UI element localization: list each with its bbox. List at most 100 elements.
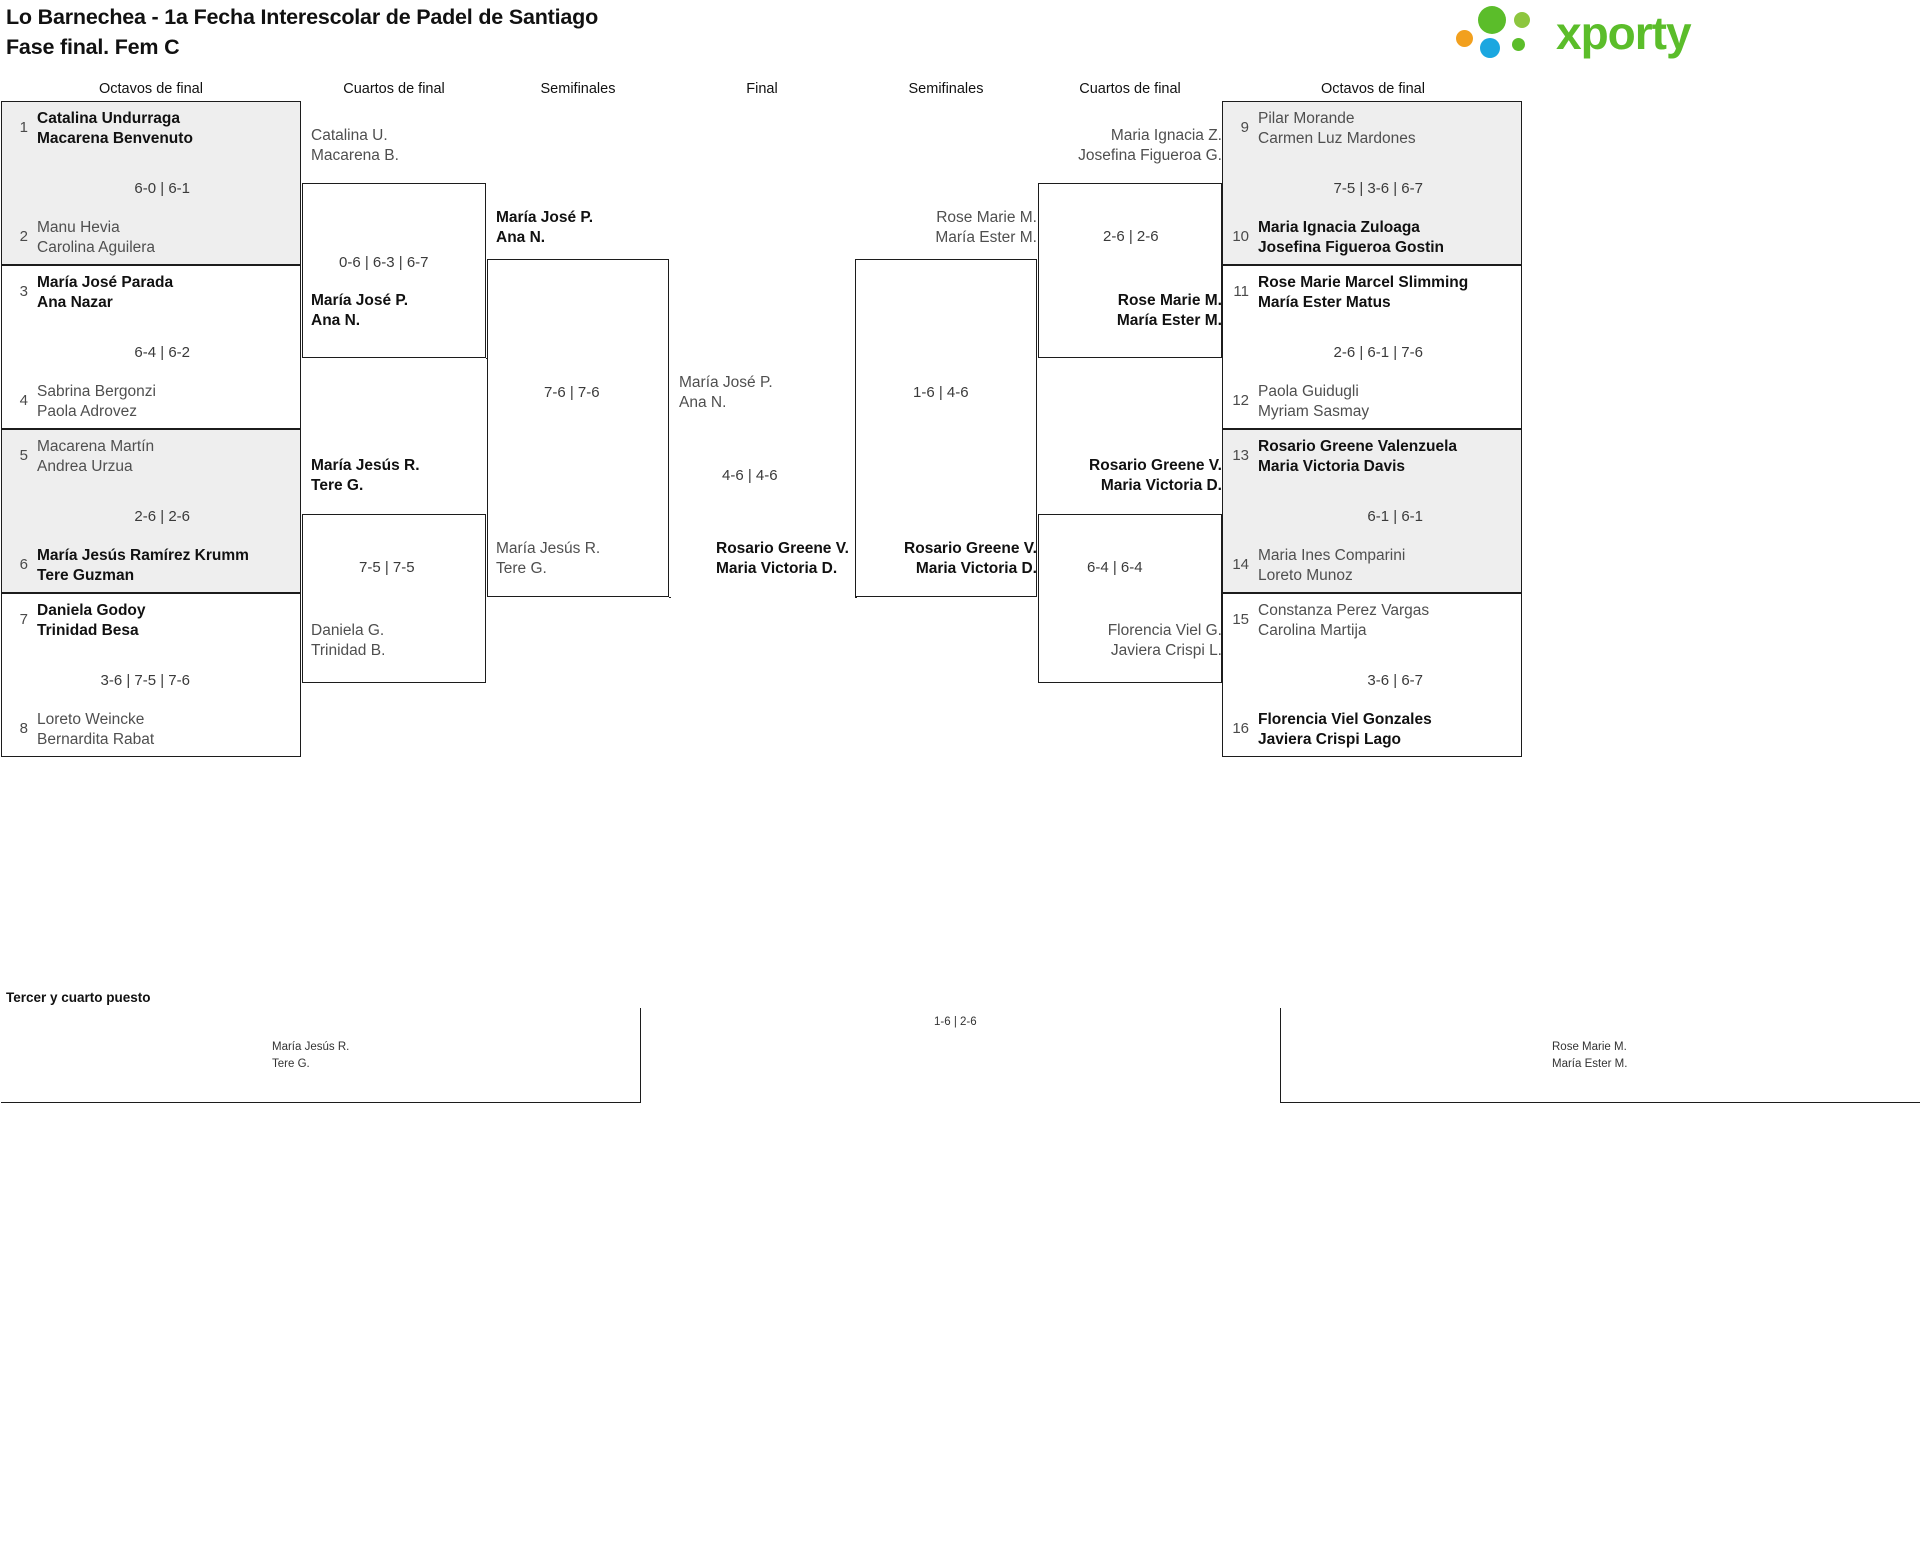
player-name: Rosario Greene V. [904,540,1037,557]
match-box-left-r16-3[interactable]: 5 Macarena Martín Andrea Urzua 2-6 | 2-6… [1,429,301,593]
player-name: Josefina Figueroa Gostin [1258,238,1445,256]
player-name: Maria Ignacia Zuloaga [1258,219,1420,236]
player-name: Carmen Luz Mardones [1258,129,1416,147]
player-name: Sabrina Bergonzi [37,383,156,400]
match-box-right-r16-3[interactable]: 13 Rosario Greene Valenzuela Maria Victo… [1222,429,1522,593]
round-header-final: Final [746,81,778,97]
logo-dot-orange [1456,30,1473,47]
seed-number: 16 [1232,720,1249,737]
third-place-divider-left [640,1008,642,1103]
player-name: Ana N. [496,228,546,246]
player-name: María Jesús R. [496,540,601,557]
player-name: María Ester M. [1552,1058,1628,1070]
player-name: María José P. [679,374,773,391]
match-box-right-r16-2[interactable]: 11 Rose Marie Marcel Slimming María Este… [1222,265,1522,429]
seed-number: 15 [1232,611,1249,628]
player-name: María José Parada [37,274,174,291]
team-slot[interactable]: 2 Manu Hevia Carolina Aguilera [2,218,155,257]
match-box-left-qf-1[interactable]: 0-6 | 6-3 | 6-7 [302,183,486,358]
logo-wordmark: xporty [1556,7,1692,59]
logo-dot-blue [1480,38,1500,58]
team-names: Maria Ignacia Zuloaga Josefina Figueroa … [1258,218,1444,257]
player-name: Rosario Greene Valenzuela [1258,438,1458,455]
sf-team-label-right-bottom: Rosario Greene V. Maria Victoria D. [897,539,1037,578]
match-score: 0-6 | 6-3 | 6-7 [339,254,429,271]
player-name: Rosario Greene V. [1089,457,1222,474]
match-score: 2-6 | 2-6 [134,508,190,525]
team-slot[interactable]: 12 Paola Guidugli Myriam Sasmay [1223,382,1369,421]
player-name: María José P. [496,209,594,226]
match-box-left-r16-4[interactable]: 7 Daniela Godoy Trinidad Besa 3-6 | 7-5 … [1,593,301,757]
player-name: Rosario Greene V. [716,540,849,557]
player-name: Maria Victoria D. [1100,476,1222,494]
team-names: María José Parada Ana Nazar [37,273,173,312]
qf-team-label-left-2-bottom: Daniela G. Trinidad B. [311,621,385,660]
team-slot[interactable]: 9 Pilar Morande Carmen Luz Mardones [1223,109,1416,148]
team-slot[interactable]: 13 Rosario Greene Valenzuela Maria Victo… [1223,437,1457,476]
team-slot[interactable]: 10 Maria Ignacia Zuloaga Josefina Figuer… [1223,218,1444,257]
player-name: Macarena Martín [37,438,155,455]
match-box-right-qf-1[interactable]: 2-6 | 2-6 [1038,183,1222,358]
team-names: Rosario Greene Valenzuela Maria Victoria… [1258,437,1457,476]
seed-number: 6 [19,556,28,573]
team-names: Sabrina Bergonzi Paola Adrovez [37,382,156,421]
page-title: Lo Barnechea - 1a Fecha Interescolar de … [6,2,1106,62]
team-names: Manu Hevia Carolina Aguilera [37,218,155,257]
match-box-right-sf[interactable]: 1-6 | 4-6 [855,259,1037,597]
team-slot[interactable]: 4 Sabrina Bergonzi Paola Adrovez [2,382,156,421]
player-name: María José P. [311,292,409,309]
team-slot[interactable]: 8 Loreto Weincke Bernardita Rabat [2,710,155,749]
qf-team-label-right-2-top: Rosario Greene V. Maria Victoria D. [1040,456,1222,495]
round-header-left-qf: Cuartos de final [343,81,445,97]
third-place-box-right[interactable] [1280,1008,1920,1103]
team-slot[interactable]: 6 María Jesús Ramírez Krumm Tere Guzman [2,546,249,585]
player-name: Carolina Aguilera [37,238,156,256]
player-name: Manu Hevia [37,219,120,236]
team-names: Paola Guidugli Myriam Sasmay [1258,382,1369,421]
team-slot[interactable]: 7 Daniela Godoy Trinidad Besa [2,601,146,640]
seed-number: 12 [1232,392,1249,409]
player-name: María Ester Matus [1258,293,1391,311]
player-name: Paola Guidugli [1258,383,1359,400]
team-slot[interactable]: 14 Maria Ines Comparini Loreto Munoz [1223,546,1405,585]
team-names: Catalina Undurraga Macarena Benvenuto [37,109,193,148]
sf-team-label-right-top: Rose Marie M. María Ester M. [922,208,1037,247]
third-place-team-right: Rose Marie M. María Ester M. [1552,1039,1627,1073]
match-box-left-r16-1[interactable]: 1 Catalina Undurraga Macarena Benvenuto … [1,101,301,265]
xporty-logo: xporty [1440,4,1910,66]
third-place-box-left[interactable] [1,1008,641,1103]
team-names: Loreto Weincke Bernardita Rabat [37,710,154,749]
player-name: Catalina Undurraga [37,110,180,127]
qf-team-label-left-2-top: María Jesús R. Tere G. [311,456,420,495]
player-name: Florencia Viel G. [1107,622,1222,639]
sf-team-label-left-bottom: María Jesús R. Tere G. [496,539,600,578]
match-box-left-sf[interactable]: 7-6 | 7-6 [487,259,669,597]
match-box-left-qf-2[interactable]: 7-5 | 7-5 [302,514,486,683]
player-name: Loreto Weincke [37,711,145,728]
team-slot[interactable]: 5 Macarena Martín Andrea Urzua [2,437,155,476]
match-score: 2-6 | 2-6 [1103,228,1159,245]
third-place-score: 1-6 | 2-6 [934,1016,977,1028]
match-box-right-r16-1[interactable]: 9 Pilar Morande Carmen Luz Mardones 7-5 … [1222,101,1522,265]
match-box-right-r16-4[interactable]: 15 Constanza Perez Vargas Carolina Marti… [1222,593,1522,757]
team-slot[interactable]: 16 Florencia Viel Gonzales Javiera Crisp… [1223,710,1431,749]
round-header-right-qf: Cuartos de final [1079,81,1181,97]
seed-number: 2 [19,228,28,245]
match-score: 7-6 | 7-6 [544,384,600,401]
team-slot[interactable]: 3 María José Parada Ana Nazar [2,273,173,312]
match-score: 7-5 | 7-5 [359,559,415,576]
sf-team-label-left-top: María José P. Ana N. [496,208,593,247]
match-box-left-r16-2[interactable]: 3 María José Parada Ana Nazar 6-4 | 6-2 … [1,265,301,429]
team-slot[interactable]: 11 Rose Marie Marcel Slimming María Este… [1223,273,1468,312]
round-header-left-r16: Octavos de final [99,81,203,97]
match-score: 2-6 | 6-1 | 7-6 [1333,344,1423,361]
qf-team-label-right-1-bottom: Rose Marie M. María Ester M. [1040,291,1222,330]
seed-number: 10 [1232,228,1249,245]
team-slot[interactable]: 15 Constanza Perez Vargas Carolina Marti… [1223,601,1429,640]
team-slot[interactable]: 1 Catalina Undurraga Macarena Benvenuto [2,109,193,148]
team-names: María Jesús Ramírez Krumm Tere Guzman [37,546,249,585]
player-name: Myriam Sasmay [1258,402,1370,420]
match-box-right-qf-2[interactable]: 6-4 | 6-4 [1038,514,1222,683]
team-names: Constanza Perez Vargas Carolina Martija [1258,601,1429,640]
round-header-left-sf: Semifinales [540,81,616,97]
